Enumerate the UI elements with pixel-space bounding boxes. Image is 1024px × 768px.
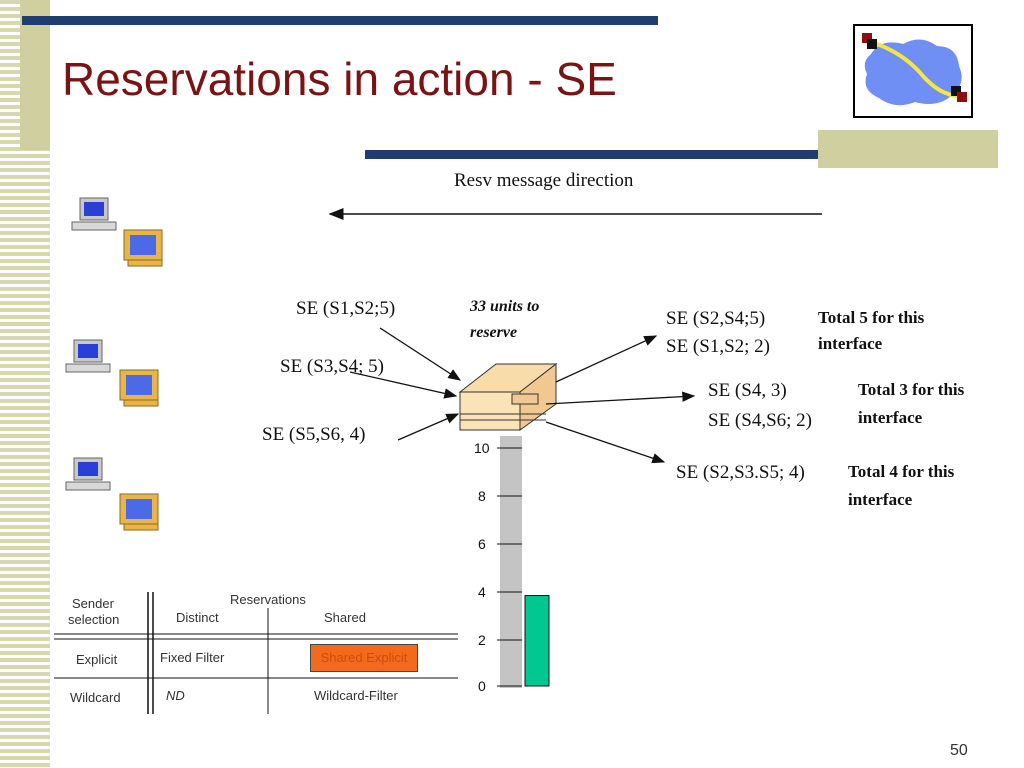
router-box-icon bbox=[458, 362, 558, 431]
top-rule bbox=[22, 16, 658, 25]
incoming-label-2: SE (S3,S4; 5) bbox=[280, 356, 384, 377]
gauge-tick-6: 6 bbox=[478, 536, 486, 552]
out2-line1: SE (S4, 3) bbox=[708, 380, 787, 401]
gauge-tick-8: 8 bbox=[478, 488, 486, 504]
table-shared-header: Shared bbox=[324, 610, 366, 625]
slide-title: Reservations in action - SE bbox=[62, 53, 617, 105]
table-sender-selection-1: Sender bbox=[72, 596, 114, 611]
table-distinct-header: Distinct bbox=[176, 610, 219, 625]
right-decor-block bbox=[818, 130, 998, 168]
table-explicit-row: Explicit bbox=[76, 652, 118, 667]
gauge-tick-10: 10 bbox=[474, 440, 490, 456]
out1-total1: Total 5 for this bbox=[818, 308, 925, 327]
left-decor-block bbox=[20, 0, 50, 150]
out1-line1: SE (S2,S4;5) bbox=[666, 308, 766, 329]
table-fixed-filter: Fixed Filter bbox=[160, 650, 225, 665]
gauge-tick-0: 0 bbox=[478, 678, 486, 694]
reservation-gauge bbox=[497, 436, 550, 688]
incoming-label-1: SE (S1,S2;5) bbox=[296, 298, 396, 319]
out1-line2: SE (S1,S2; 2) bbox=[666, 336, 770, 357]
table-shared-explicit-cell: Shared Explicit bbox=[310, 644, 418, 672]
table-wildcard-row: Wildcard bbox=[70, 690, 121, 705]
gauge-fill bbox=[524, 595, 550, 687]
table-nd: ND bbox=[166, 688, 185, 703]
host-computer-1 bbox=[71, 197, 163, 267]
out3-total1: Total 4 for this bbox=[848, 462, 955, 481]
incoming-label-3: SE (S5,S6, 4) bbox=[262, 424, 366, 445]
out2-total2: interface bbox=[858, 408, 923, 427]
network-logo-icon bbox=[853, 24, 973, 118]
table-wildcard-filter: Wildcard-Filter bbox=[314, 688, 398, 703]
out2-total1: Total 3 for this bbox=[858, 380, 965, 399]
page-number: 50 bbox=[950, 742, 968, 759]
table-sender-selection-2: selection bbox=[68, 612, 120, 627]
styles-table-grid bbox=[54, 592, 458, 714]
gauge-tick-2: 2 bbox=[478, 632, 486, 648]
direction-label: Resv message direction bbox=[454, 170, 634, 191]
router-note-line2: reserve bbox=[470, 324, 518, 341]
host-computer-3 bbox=[65, 457, 159, 531]
mid-rule bbox=[365, 150, 998, 159]
router-note-line1: 33 units to bbox=[470, 298, 540, 315]
host-computer-2 bbox=[65, 339, 159, 407]
out3-total2: interface bbox=[848, 490, 913, 509]
out2-line2: SE (S4,S6; 2) bbox=[708, 410, 812, 431]
table-reservations-header: Reservations bbox=[230, 592, 306, 607]
out3-line1: SE (S2,S3.S5; 4) bbox=[676, 462, 805, 483]
table-shared-explicit: Shared Explicit bbox=[320, 650, 408, 665]
out1-total2: interface bbox=[818, 334, 883, 353]
gauge-tick-4: 4 bbox=[478, 584, 486, 600]
